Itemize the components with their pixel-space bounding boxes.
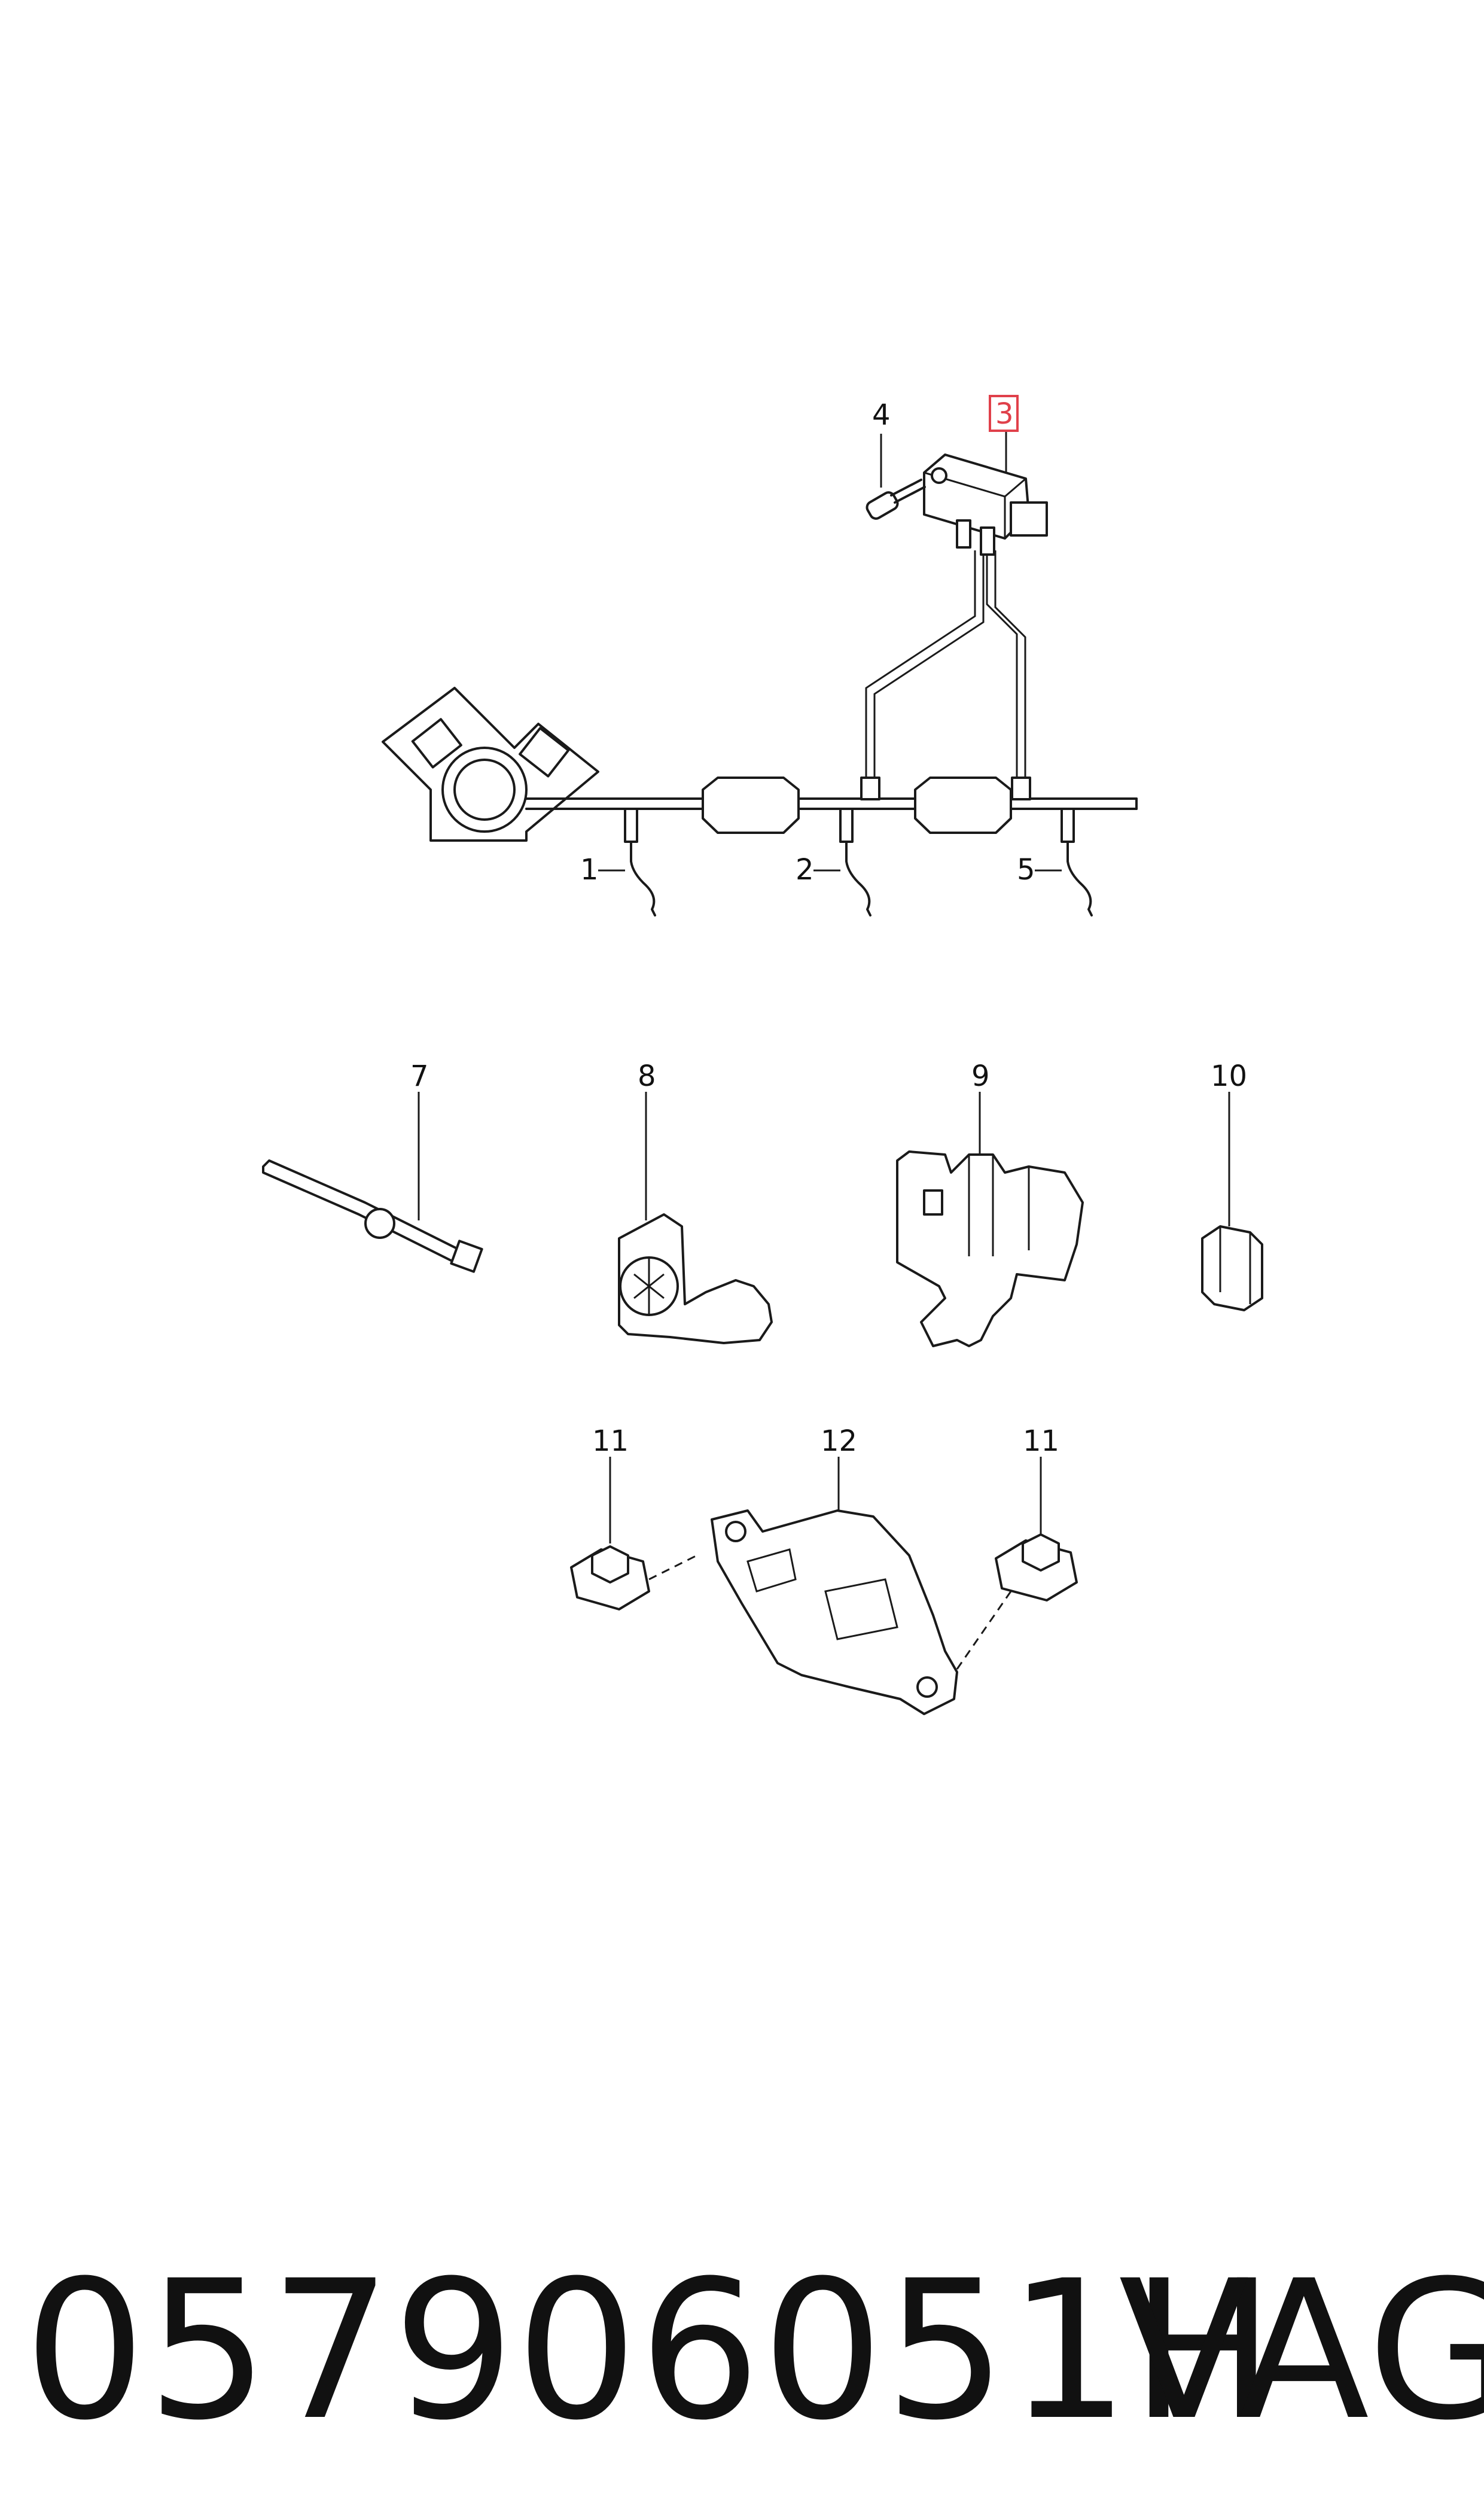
clip-10 bbox=[1201, 1092, 1263, 1311]
label-8: 8 bbox=[638, 1059, 656, 1093]
label-7: 7 bbox=[410, 1059, 429, 1093]
bracket-9 bbox=[896, 1092, 1084, 1347]
label-1: 1 bbox=[580, 853, 599, 887]
label-2: 2 bbox=[796, 853, 814, 887]
brand-name: VAG bbox=[1119, 2240, 1484, 2462]
label-12: 12 bbox=[821, 1424, 857, 1458]
parts-diagram: 1 2 5 4 3 7 8 9 10 11 12 11 bbox=[262, 395, 1263, 1715]
label-5: 5 bbox=[1017, 853, 1035, 887]
cable-tie bbox=[262, 1092, 483, 1273]
catalytic-converter-1 bbox=[702, 777, 800, 834]
temp-sensor-2 bbox=[839, 808, 871, 917]
engine-block bbox=[382, 687, 599, 842]
nut-11-right bbox=[956, 1457, 1078, 1670]
label-11-right: 11 bbox=[1023, 1424, 1059, 1458]
label-3: 3 bbox=[995, 397, 1014, 431]
label-10: 10 bbox=[1211, 1059, 1247, 1093]
bracket-12 bbox=[711, 1457, 958, 1715]
pressure-sensor bbox=[923, 453, 1048, 556]
label-4: 4 bbox=[872, 398, 891, 432]
label-9: 9 bbox=[971, 1059, 990, 1093]
temp-sensor-5 bbox=[1061, 808, 1093, 917]
nut-11-left bbox=[570, 1457, 697, 1610]
label-11-left: 11 bbox=[592, 1424, 629, 1458]
bracket-8 bbox=[618, 1092, 773, 1344]
label-3-box bbox=[989, 395, 1019, 432]
bolt bbox=[866, 479, 926, 520]
exhaust-pipe bbox=[525, 797, 1138, 810]
pressure-lines bbox=[860, 550, 1031, 800]
part-number: 057906051H bbox=[24, 2240, 1276, 2462]
catalytic-converter-2 bbox=[914, 777, 1012, 834]
temp-sensor-1 bbox=[624, 808, 656, 917]
